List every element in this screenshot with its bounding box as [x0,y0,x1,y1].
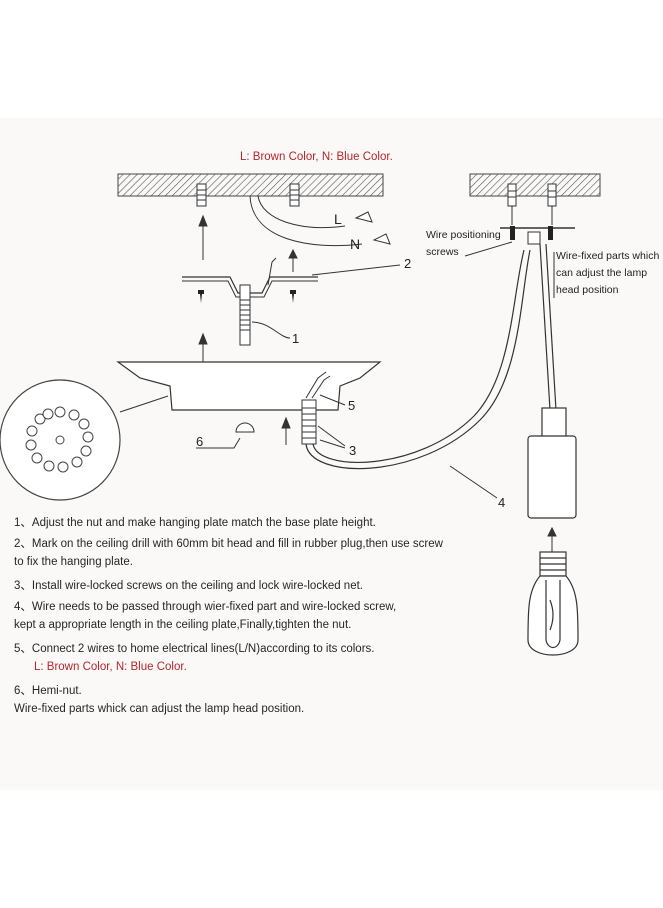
ceiling-wire-n [249,195,363,247]
lamp-holder [527,407,577,519]
wire-fixed-label-3: head position [556,284,619,296]
wire-positioning-label-2: screws [426,246,459,258]
edison-bulb [527,551,579,656]
wire-positioning-screw-left [510,226,515,240]
callout-3: 3 [349,443,356,458]
arrow-up-right [288,248,298,272]
step-note: Wire-fixed parts whick can adjust the la… [14,703,305,715]
ceiling-right [469,173,601,197]
step-5-colors: L: Brown Color, N: Blue Color. [34,661,187,673]
connector-L [354,211,373,223]
step-4: 4、Wire needs to be passed through wier-f… [14,601,397,613]
step-2: 2、Mark on the ceiling drill with 60mm bi… [14,538,443,550]
connector-N [372,233,391,245]
hemi-nut [235,422,255,433]
screw-left [198,290,204,303]
wire-fixed-part [527,231,541,245]
arrow-up-left [198,214,208,260]
step-1: 1、Adjust the nut and make hanging plate … [14,517,376,529]
screw-right [290,290,296,303]
callout-4: 4 [498,495,505,510]
step-2-cont: to fix the hanging plate. [14,556,133,568]
ceiling-left [117,173,384,197]
wire-positioning-screw-right [548,226,553,240]
step-5: 5、Connect 2 wires to home electrical lin… [14,643,375,655]
callout-2: 2 [404,256,411,271]
wire-fixed-label-2: can adjust the lamp [556,267,647,279]
header-note: L: Brown Color, N: Blue Color. [240,151,393,163]
wire-locked-screw [301,399,317,445]
rubber-plug-left [196,183,207,207]
callout-1: 1 [292,331,299,346]
step-3: 3、Install wire-locked screws on the ceil… [14,580,363,592]
power-cord [305,249,531,470]
rubber-plug-right [289,183,300,207]
arrow-up-socket [281,416,291,445]
wire-positioning-label-1: Wire positioning [426,229,501,241]
round-canopy-holes [25,406,94,473]
step-6: 6、Hemi-nut. [14,685,82,697]
rubber-plug-r2 [547,183,557,207]
wire-fixed-label-1: Wire-fixed parts which [556,250,659,262]
rubber-plug-r1 [507,183,517,207]
label-N: N [350,236,360,252]
callout-5: 5 [348,398,355,413]
callout-6: 6 [196,434,203,449]
ceiling-wire-l [257,195,346,229]
step-4-cont: kept a appropriate length in the ceiling… [14,619,352,631]
threaded-nipple [239,284,251,346]
label-L: L [334,211,342,227]
canopy [116,361,382,411]
